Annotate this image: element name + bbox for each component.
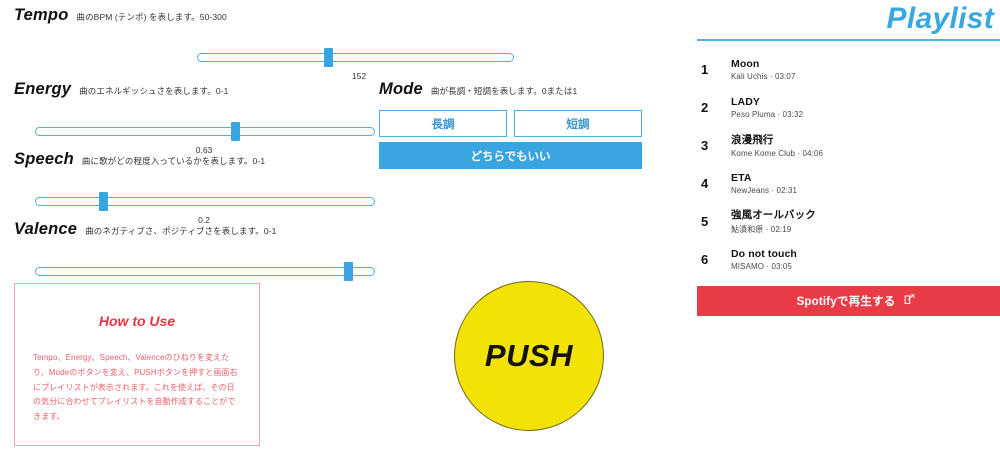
- param-description-speech: 曲に歌がどの程度入っているかを表します。0-1: [81, 156, 266, 166]
- track-info: 強風オールバック 鮎漬和原 · 02:19: [731, 207, 816, 235]
- how-to-use-title: How to Use: [98, 313, 176, 329]
- track-index: 4: [701, 175, 709, 191]
- param-name-energy: Energy: [14, 80, 72, 98]
- slider-tempo[interactable]: 152: [14, 25, 534, 81]
- spotify-play-button-label: Spotifyで再生する: [796, 296, 896, 308]
- slider-track-energy[interactable]: [35, 127, 375, 136]
- track-meta: 鮎漬和原 · 02:19: [731, 225, 792, 234]
- param-name-valence: Valence: [14, 220, 78, 238]
- mode-block: Mode 曲が長調・短調を表します。0または1 長調 短調 どちらでもいい: [379, 80, 644, 175]
- track-index: 5: [701, 213, 709, 229]
- slider-valence[interactable]: 1: [14, 239, 375, 295]
- mode-major-button[interactable]: 長調: [379, 110, 507, 137]
- slider-thumb-tempo[interactable]: [324, 48, 333, 67]
- slider-track-valence[interactable]: [35, 267, 375, 276]
- track-meta: Kome Kome Club · 04:06: [731, 149, 824, 158]
- track-title: Moon: [731, 57, 760, 70]
- track-list: 1 Moon Kali Uchis · 03:07 2 LADY Peso Pl…: [697, 52, 1000, 276]
- param-description-tempo: 曲のBPM (テンポ) を表します。50-300: [76, 12, 227, 22]
- mode-buttons-row: 長調 短調: [379, 110, 642, 137]
- param-description-valence: 曲のネガティブさ、ポジティブさを表します。0-1: [85, 226, 277, 236]
- track-meta: Kali Uchis · 03:07: [731, 71, 796, 81]
- slider-thumb-energy[interactable]: [231, 122, 240, 141]
- track-title: 強風オールバック: [731, 209, 816, 221]
- slider-speech[interactable]: 0.2: [14, 169, 375, 225]
- slider-energy[interactable]: 0.63: [14, 99, 375, 155]
- slider-thumb-valence[interactable]: [344, 262, 353, 281]
- track-index: 6: [701, 251, 709, 267]
- track-info: ETA NewJeans · 02:31: [731, 172, 797, 195]
- mode-either-button[interactable]: どちらでもいい: [379, 142, 642, 169]
- external-link-icon: [904, 292, 915, 310]
- param-block-energy: Energy 曲のエネルギッシュさを表します。0-1 0.63: [14, 80, 375, 155]
- param-block-speech: Speech 曲に歌がどの程度入っているかを表します。0-1 0.2: [14, 150, 375, 225]
- track-row[interactable]: 6 Do not touch MISAMO · 03:05: [697, 242, 1000, 276]
- track-title: ETA: [731, 171, 752, 184]
- track-row[interactable]: 5 強風オールバック 鮎漬和原 · 02:19: [697, 204, 1000, 238]
- track-row[interactable]: 2 LADY Peso Pluma · 03:32: [697, 90, 1000, 124]
- track-meta: NewJeans · 02:31: [731, 185, 798, 195]
- track-title: LADY: [731, 95, 760, 108]
- how-to-use-panel: How to Use Tempo、Energy、Speech、Valenceのひ…: [14, 283, 260, 446]
- how-to-use-body: Tempo、Energy、Speech、Valenceのひねりを変えたり、Mod…: [33, 353, 238, 422]
- track-index: 3: [701, 137, 709, 153]
- track-title: 浪漫飛行: [731, 134, 774, 146]
- push-button[interactable]: PUSH: [454, 281, 604, 431]
- param-block-valence: Valence 曲のネガティブさ、ポジティブさを表します。0-1 1: [14, 220, 375, 295]
- track-index: 1: [701, 61, 709, 77]
- slider-track-tempo[interactable]: [197, 53, 514, 62]
- track-meta: Peso Pluma · 03:32: [731, 109, 804, 119]
- slider-value-tempo: 152: [351, 71, 367, 81]
- playlist-title: Playlist: [886, 2, 994, 35]
- param-header-energy: Energy 曲のエネルギッシュさを表します。0-1: [14, 80, 374, 99]
- mode-header: Mode 曲が長調・短調を表します。0または1: [379, 80, 644, 99]
- param-header-speech: Speech 曲に歌がどの程度入っているかを表します。0-1: [14, 150, 374, 169]
- track-title: Do not touch: [731, 247, 797, 260]
- slider-track-speech[interactable]: [35, 197, 375, 206]
- param-block-tempo: Tempo 曲のBPM (テンポ) を表します。50-300 152: [14, 6, 534, 81]
- param-header-valence: Valence 曲のネガティブさ、ポジティブさを表します。0-1: [14, 220, 374, 239]
- param-description-energy: 曲のエネルギッシュさを表します。0-1: [79, 86, 229, 96]
- track-row[interactable]: 4 ETA NewJeans · 02:31: [697, 166, 1000, 200]
- control-panel: Tempo 曲のBPM (テンポ) を表します。50-300 152 Energ…: [14, 6, 644, 446]
- param-name-tempo: Tempo: [14, 6, 69, 24]
- mode-description: 曲が長調・短調を表します。0または1: [430, 86, 578, 96]
- track-row[interactable]: 3 浪漫飛行 Kome Kome Club · 04:06: [697, 128, 1000, 162]
- playlist-divider: [697, 39, 1000, 41]
- push-button-label: PUSH: [484, 338, 574, 373]
- param-header-tempo: Tempo 曲のBPM (テンポ) を表します。50-300: [14, 6, 534, 25]
- track-info: Moon Kali Uchis · 03:07: [731, 58, 796, 81]
- track-info: Do not touch MISAMO · 03:05: [731, 248, 797, 271]
- param-name-speech: Speech: [14, 150, 74, 168]
- track-info: LADY Peso Pluma · 03:32: [731, 96, 803, 119]
- slider-thumb-speech[interactable]: [99, 192, 108, 211]
- mode-name: Mode: [379, 80, 423, 98]
- track-info: 浪漫飛行 Kome Kome Club · 04:06: [731, 132, 823, 158]
- slider-value-speech: 0.2: [198, 215, 210, 225]
- spotify-play-button[interactable]: Spotifyで再生する: [697, 286, 1000, 316]
- mode-minor-button[interactable]: 短調: [514, 110, 642, 137]
- slider-value-energy: 0.63: [195, 145, 213, 155]
- playlist-panel: Playlist 1 Moon Kali Uchis · 03:07 2 LAD…: [697, 0, 1000, 459]
- track-row[interactable]: 1 Moon Kali Uchis · 03:07: [697, 52, 1000, 86]
- track-index: 2: [701, 99, 709, 115]
- track-meta: MISAMO · 03:05: [731, 261, 792, 271]
